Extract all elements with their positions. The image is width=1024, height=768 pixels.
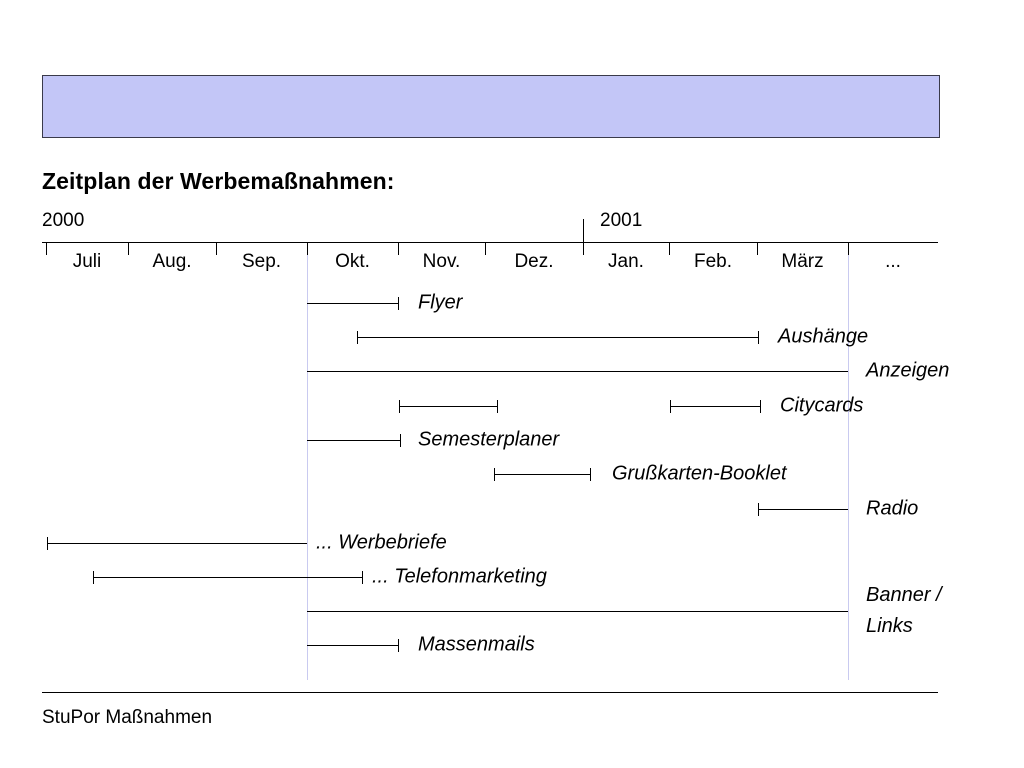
gantt-bar-label: Aushänge [778, 325, 869, 348]
month-label-1: Aug. [152, 251, 192, 272]
axis-tick [46, 242, 47, 255]
gantt-bar [758, 509, 848, 510]
gantt-bar [307, 645, 398, 646]
page-title: Zeitplan der Werbemaßnahmen: [42, 168, 395, 194]
gantt-bar [399, 406, 497, 407]
month-label-2: Sep. [241, 251, 282, 272]
gantt-bar-end-cap [400, 434, 401, 447]
gantt-bar-start-cap [93, 571, 94, 584]
gantt-bar-label: Citycards [780, 394, 864, 417]
gantt-bar-start-cap [494, 468, 495, 481]
month-label-4: Nov. [422, 251, 461, 272]
gantt-bar [357, 337, 758, 338]
gantt-bar-end-cap [760, 400, 761, 413]
gantt-bar-label: Semesterplaner [418, 428, 560, 451]
axis-tick [128, 242, 129, 255]
gantt-bar-end-cap [362, 571, 363, 584]
gantt-bar-end-cap [398, 297, 399, 310]
axis-tick [848, 242, 849, 255]
month-label-3: Okt. [335, 251, 370, 272]
gantt-bar-start-cap [758, 503, 759, 516]
month-label-9: ... [885, 251, 901, 272]
month-label-6: Jan. [608, 251, 644, 272]
gantt-bar-end-cap [590, 468, 591, 481]
gantt-bar-label: Grußkarten-Booklet [612, 462, 787, 485]
axis-tick [757, 242, 758, 255]
month-label-0: Juli [72, 251, 102, 272]
axis-tick [485, 242, 486, 255]
month-label-8: März [781, 251, 824, 272]
gantt-bar [307, 371, 848, 372]
year-label-2000: 2000 [42, 210, 85, 231]
gantt-bar [307, 611, 848, 612]
month-label-7: Feb. [693, 251, 733, 272]
gantt-bar-label: Massenmails [418, 633, 535, 656]
axis-tick [307, 242, 308, 255]
gantt-bar-label: ... Telefonmarketing [372, 565, 547, 588]
year-label-2001: 2001 [600, 210, 643, 231]
month-label-5: Dez. [514, 251, 554, 272]
gantt-bar [307, 303, 398, 304]
gantt-bar-label: Flyer [418, 291, 463, 314]
gantt-bar [494, 474, 590, 475]
gantt-bar-start-cap [47, 537, 48, 550]
gantt-bar-label: ... Werbebriefe [316, 531, 447, 554]
column-guide [307, 242, 308, 680]
gantt-bar-label: Banner /Links [866, 584, 942, 637]
axis-tick [398, 242, 399, 255]
axis-tick [669, 242, 670, 255]
gantt-bar-start-cap [399, 400, 400, 413]
gantt-bar [307, 440, 400, 441]
gantt-bar [93, 577, 362, 578]
axis-tick [216, 242, 217, 255]
axis-line [42, 242, 938, 243]
slide-title-placeholder[interactable] [42, 75, 940, 138]
footer-text: StuPor Maßnahmen [42, 707, 213, 728]
gantt-bar [47, 543, 307, 544]
gantt-bar-end-cap [758, 331, 759, 344]
year-divider [583, 219, 584, 255]
gantt-bar-end-cap [497, 400, 498, 413]
gantt-bar-start-cap [670, 400, 671, 413]
gantt-bar-end-cap [398, 639, 399, 652]
footer-divider [42, 692, 938, 693]
gantt-bar-start-cap [357, 331, 358, 344]
gantt-bar-label: Radio [866, 497, 919, 520]
gantt-bar-label: Anzeigen [866, 359, 950, 382]
column-guide [848, 242, 849, 680]
gantt-bar [670, 406, 760, 407]
